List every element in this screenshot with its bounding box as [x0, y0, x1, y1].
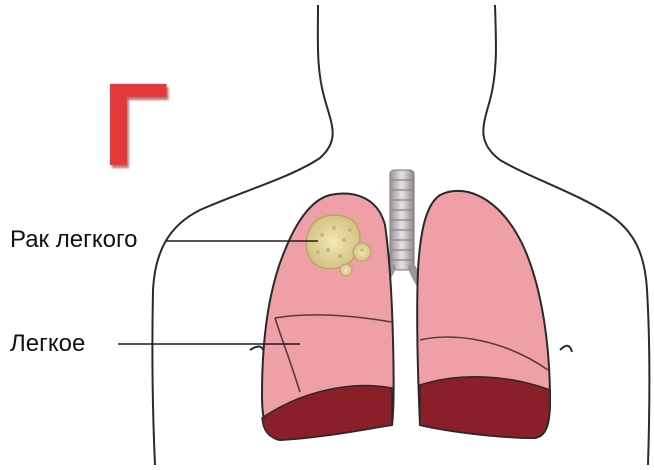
label-lung: Легкое	[10, 330, 85, 358]
arm-line	[560, 346, 572, 352]
arm-line	[250, 346, 264, 352]
panel-letter: Г	[102, 66, 169, 184]
label-lung-cancer: Рак легкого	[10, 226, 138, 254]
lung-right-base	[420, 377, 550, 438]
